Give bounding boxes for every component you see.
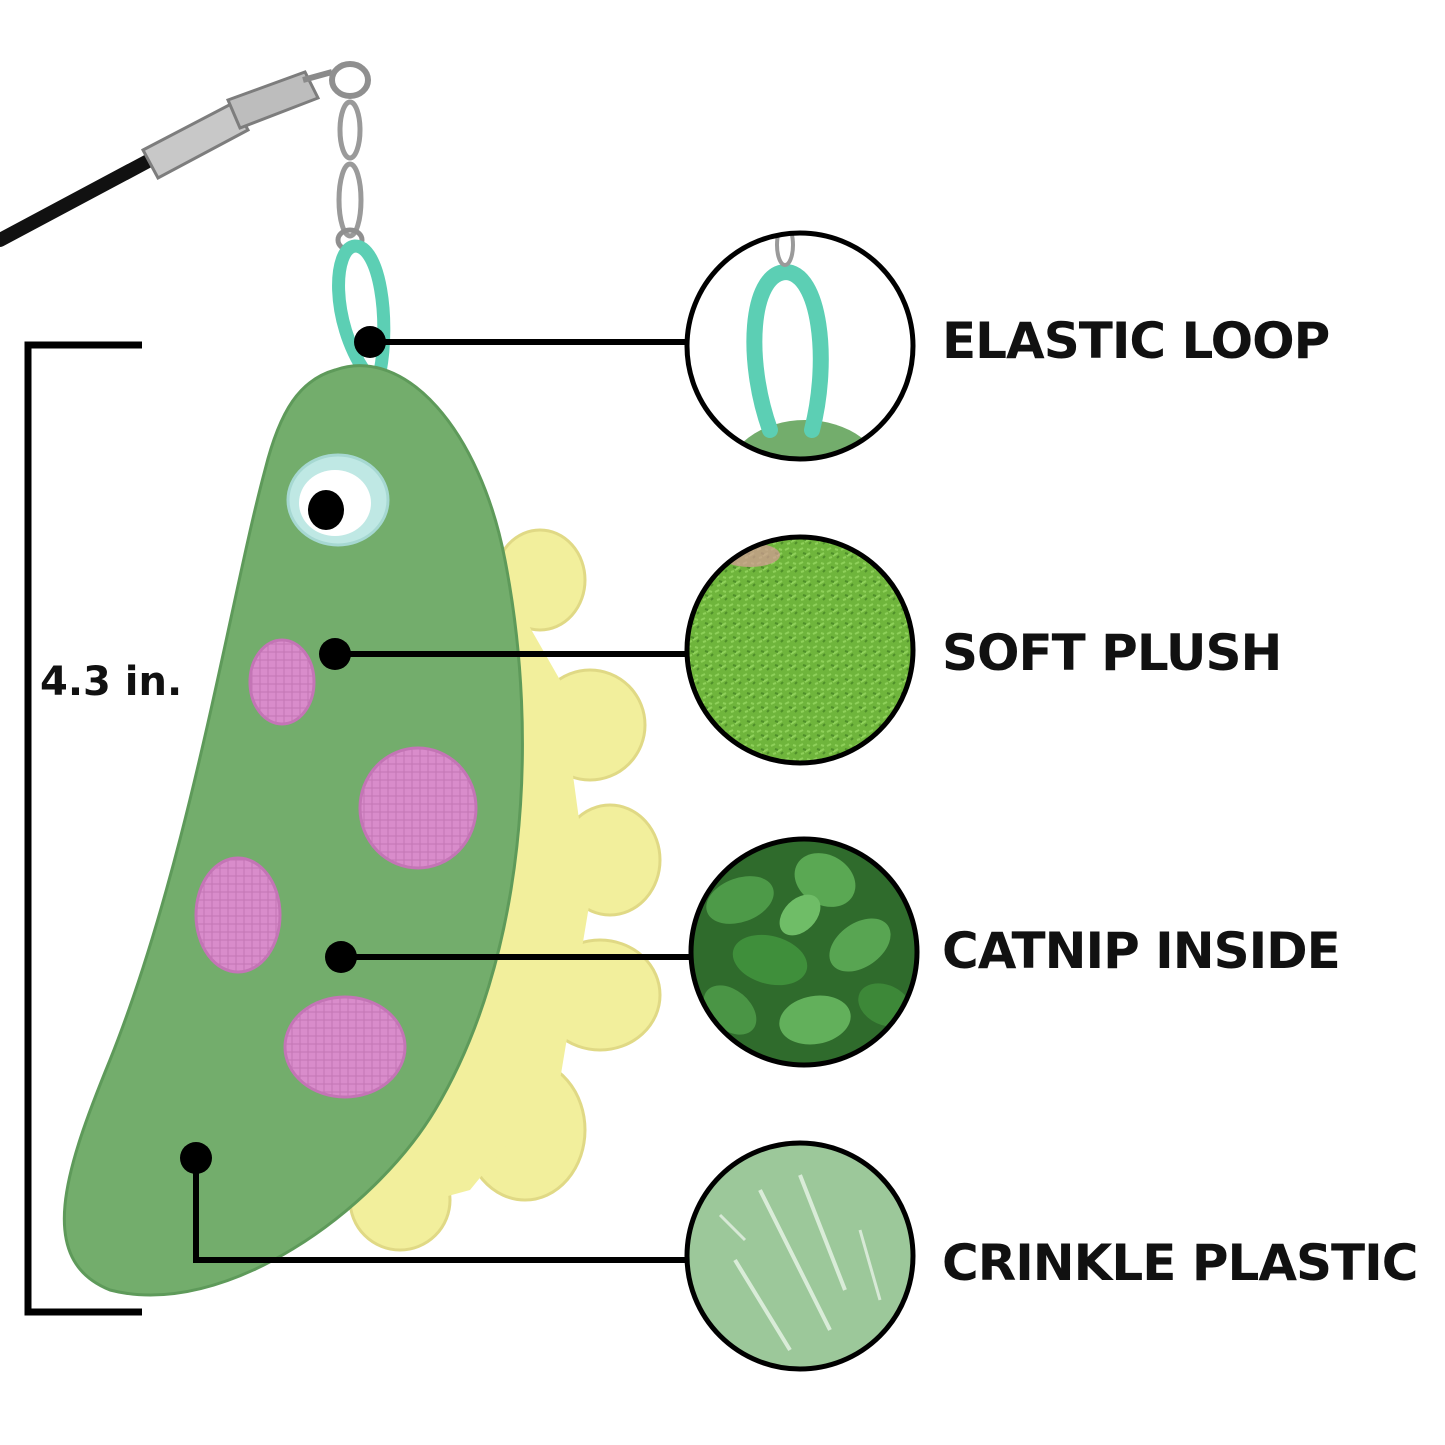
elastic-loop-icon: [332, 239, 391, 379]
plush-body-icon: [62, 364, 524, 1297]
feature-label-crinkle-plastic: CRINKLE PLASTIC: [942, 1234, 1418, 1292]
zoom-soft-plush: [684, 534, 916, 766]
zoom-elastic-loop: [684, 230, 916, 462]
zoom-crinkle-plastic: [684, 1140, 916, 1372]
callout-dots: [180, 326, 386, 1174]
swivel-clip-icon: [329, 61, 371, 253]
wand-icon: [0, 69, 333, 247]
zoom-catnip-leaves: [688, 836, 920, 1068]
dimension-bracket: [24, 341, 142, 1316]
dimension-label: 4.3 in.: [40, 659, 183, 705]
feature-label-soft-plush: SOFT PLUSH: [942, 624, 1282, 682]
callout-lines: [193, 339, 692, 1263]
spots-icon: [194, 638, 478, 1099]
eye-icon: [286, 453, 390, 547]
feature-label-elastic-loop: ELASTIC LOOP: [942, 312, 1330, 370]
feature-label-catnip-inside: CATNIP INSIDE: [942, 922, 1341, 980]
